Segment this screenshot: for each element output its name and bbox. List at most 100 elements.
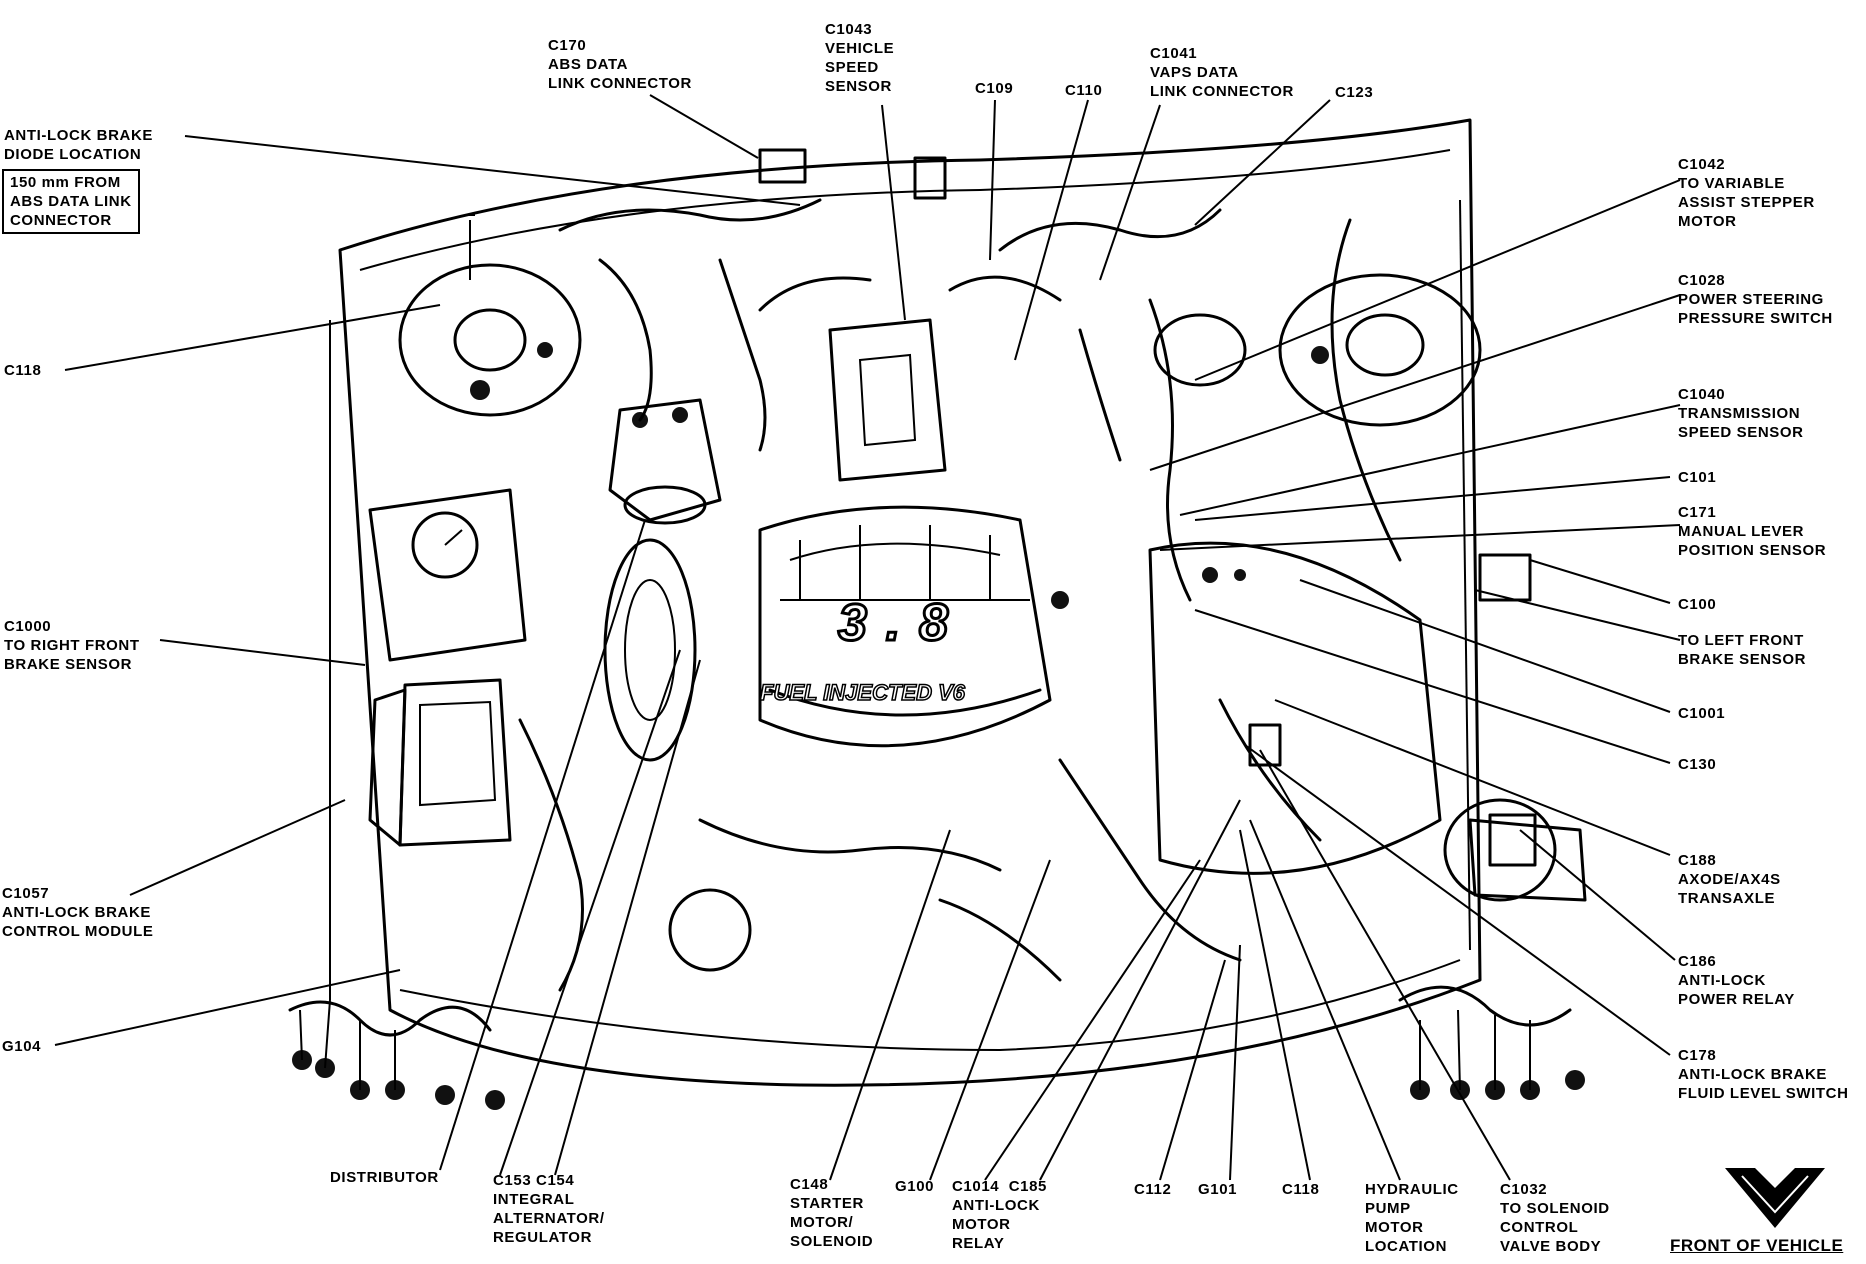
label-g101: G101 [1198, 1180, 1237, 1199]
leader-c1014 [984, 859, 1201, 1181]
label-line: AXODE/AX4S [1678, 871, 1781, 888]
transaxle-housing [1148, 541, 1587, 902]
label-line: DIODE LOCATION [4, 146, 142, 163]
leader-c170 [649, 94, 759, 159]
leader-c123 [1194, 99, 1331, 226]
label-line: VAPS DATA [1150, 64, 1239, 81]
label-c123: C123 [1335, 83, 1373, 102]
leader-left-front-brake [1474, 589, 1681, 641]
leader-c178 [1244, 744, 1671, 1056]
label-line: 150 mm FROM [10, 174, 121, 191]
right-strut-tower [398, 263, 582, 417]
leader-c171 [1159, 524, 1681, 551]
label-line: FLUID LEVEL SWITCH [1678, 1085, 1849, 1102]
label-c130: C130 [1678, 755, 1716, 774]
leader-c1057 [129, 799, 346, 896]
label-c109: C109 [975, 79, 1013, 98]
label-line: CONNECTOR [10, 212, 112, 229]
label-line: CONTROL MODULE [2, 923, 154, 940]
label-line: C1001 [1678, 705, 1726, 722]
engine-badge: 3.8 FUEL INJECTED V6 [759, 593, 966, 706]
wiring-harness [465, 148, 1402, 992]
leader-c153 [499, 649, 681, 1176]
leader-c1000 [159, 639, 366, 666]
label-line: G101 [1198, 1181, 1238, 1198]
leader-c1028 [1149, 294, 1681, 471]
leader-c1040 [1179, 404, 1681, 516]
label-line: ANTI-LOCK BRAKE [1678, 1066, 1827, 1083]
label-line: ABS DATA [548, 56, 629, 73]
label-line: G100 [895, 1178, 935, 1195]
leader-distributor [439, 519, 646, 1171]
label-line: TO SOLENOID [1500, 1200, 1610, 1217]
label-line: C171 [1678, 504, 1717, 521]
label-line: PRESSURE SWITCH [1678, 310, 1833, 327]
leader-c130 [1194, 609, 1671, 764]
label-line: C170 [548, 37, 587, 54]
label-line: ASSIST STEPPER [1678, 194, 1815, 211]
label-c110: C110 [1065, 81, 1102, 100]
leader-c148 [829, 829, 951, 1181]
label-line: BRAKE SENSOR [4, 656, 133, 673]
leader-g100 [929, 859, 1051, 1181]
label-line: TO RIGHT FRONT [4, 637, 140, 654]
label-line: C1028 [1678, 272, 1726, 289]
label-line: MOTOR [1678, 213, 1737, 230]
leader-c110 [1014, 99, 1089, 361]
label-line: VEHICLE [825, 40, 895, 57]
label-line: C112 [1134, 1181, 1172, 1198]
label-c101: C101 [1678, 468, 1716, 487]
label-line: SPEED SENSOR [1678, 424, 1804, 441]
label-line: REGULATOR [493, 1229, 593, 1246]
label-line: MOTOR/ [790, 1214, 854, 1231]
abs-control-module [368, 678, 512, 847]
label-line: C1057 [2, 885, 50, 902]
label-line: TRANSAXLE [1678, 890, 1776, 907]
label-c118-left: C118 [4, 361, 41, 380]
leader-c109 [989, 99, 996, 261]
label-c118-bottom: C118 [1282, 1180, 1319, 1199]
label-line: C118 [4, 362, 42, 379]
label-line: MANUAL LEVER [1678, 523, 1805, 540]
leader-c1032 [1259, 749, 1511, 1181]
label-line: MOTOR [1365, 1219, 1424, 1236]
label-line: LINK CONNECTOR [1150, 83, 1294, 100]
leader-c1041 [1099, 104, 1161, 281]
label-line: C153 C154 [493, 1172, 575, 1189]
label-line: INTEGRAL [493, 1191, 575, 1208]
label-line: SOLENOID [790, 1233, 874, 1250]
label-line: C109 [975, 80, 1014, 97]
leader-c101 [1194, 476, 1671, 521]
label-line: C148 [790, 1176, 829, 1193]
leader-c1001 [1299, 579, 1671, 713]
label-line: C1043 [825, 21, 873, 38]
label-line: C1042 [1678, 156, 1726, 173]
label-line: PUMP [1365, 1200, 1411, 1217]
label-line: ALTERNATOR/ [493, 1210, 605, 1227]
front-of-vehicle-label: FRONT OF VEHICLE [1670, 1236, 1844, 1255]
label-line: MOTOR [952, 1216, 1011, 1233]
leader-hydraulic-pump [1249, 819, 1401, 1181]
label-line: C178 [1678, 1047, 1717, 1064]
label-line: TO LEFT FRONT [1678, 632, 1804, 649]
leader-c185 [1039, 799, 1241, 1181]
engine-displacement: 3.8 [838, 594, 948, 652]
left-strut-tower [1153, 273, 1482, 427]
label-line: POWER STEERING [1678, 291, 1824, 308]
label-line: TO VARIABLE [1678, 175, 1785, 192]
leader-c112 [1159, 959, 1226, 1181]
label-line: BRAKE SENSOR [1678, 651, 1807, 668]
